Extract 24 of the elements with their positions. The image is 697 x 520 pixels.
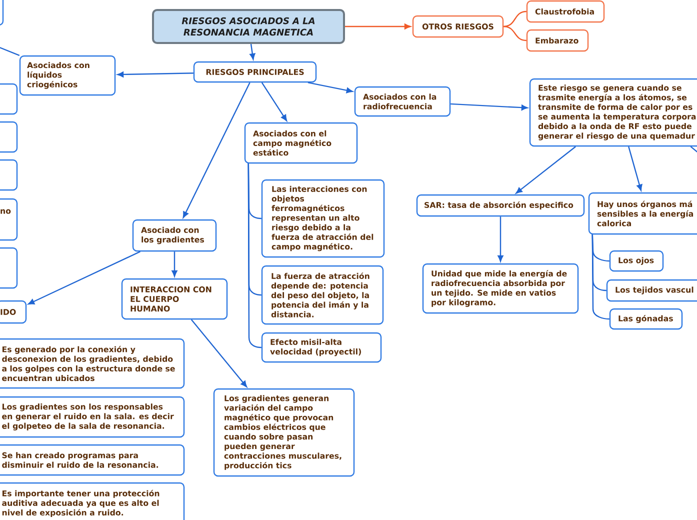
arrow [117, 72, 194, 78]
topic-box [0, 0, 4, 26]
connector-line [592, 234, 610, 320]
arrow [28, 251, 140, 305]
arrow [345, 24, 411, 30]
arrow [516, 146, 576, 194]
arrow [190, 319, 248, 388]
topic-box [0, 121, 18, 153]
arrow [498, 216, 504, 262]
arrow [250, 44, 256, 60]
topic-box [0, 83, 18, 115]
connector-line [504, 10, 526, 28]
arrow [172, 252, 178, 277]
topic-box [0, 159, 18, 191]
arrow [261, 82, 288, 122]
topic-box [0, 247, 18, 289]
arrow [182, 82, 250, 218]
connector-line [248, 164, 262, 348]
arrow [450, 103, 528, 110]
connector-line [504, 26, 526, 42]
arrow [628, 146, 642, 191]
connector-line [0, 45, 20, 56]
central-topic-box: RIESGOS ASOCIADOS A LA RESONANCIA MAGNETICA [152, 9, 345, 44]
arrow [308, 82, 353, 94]
